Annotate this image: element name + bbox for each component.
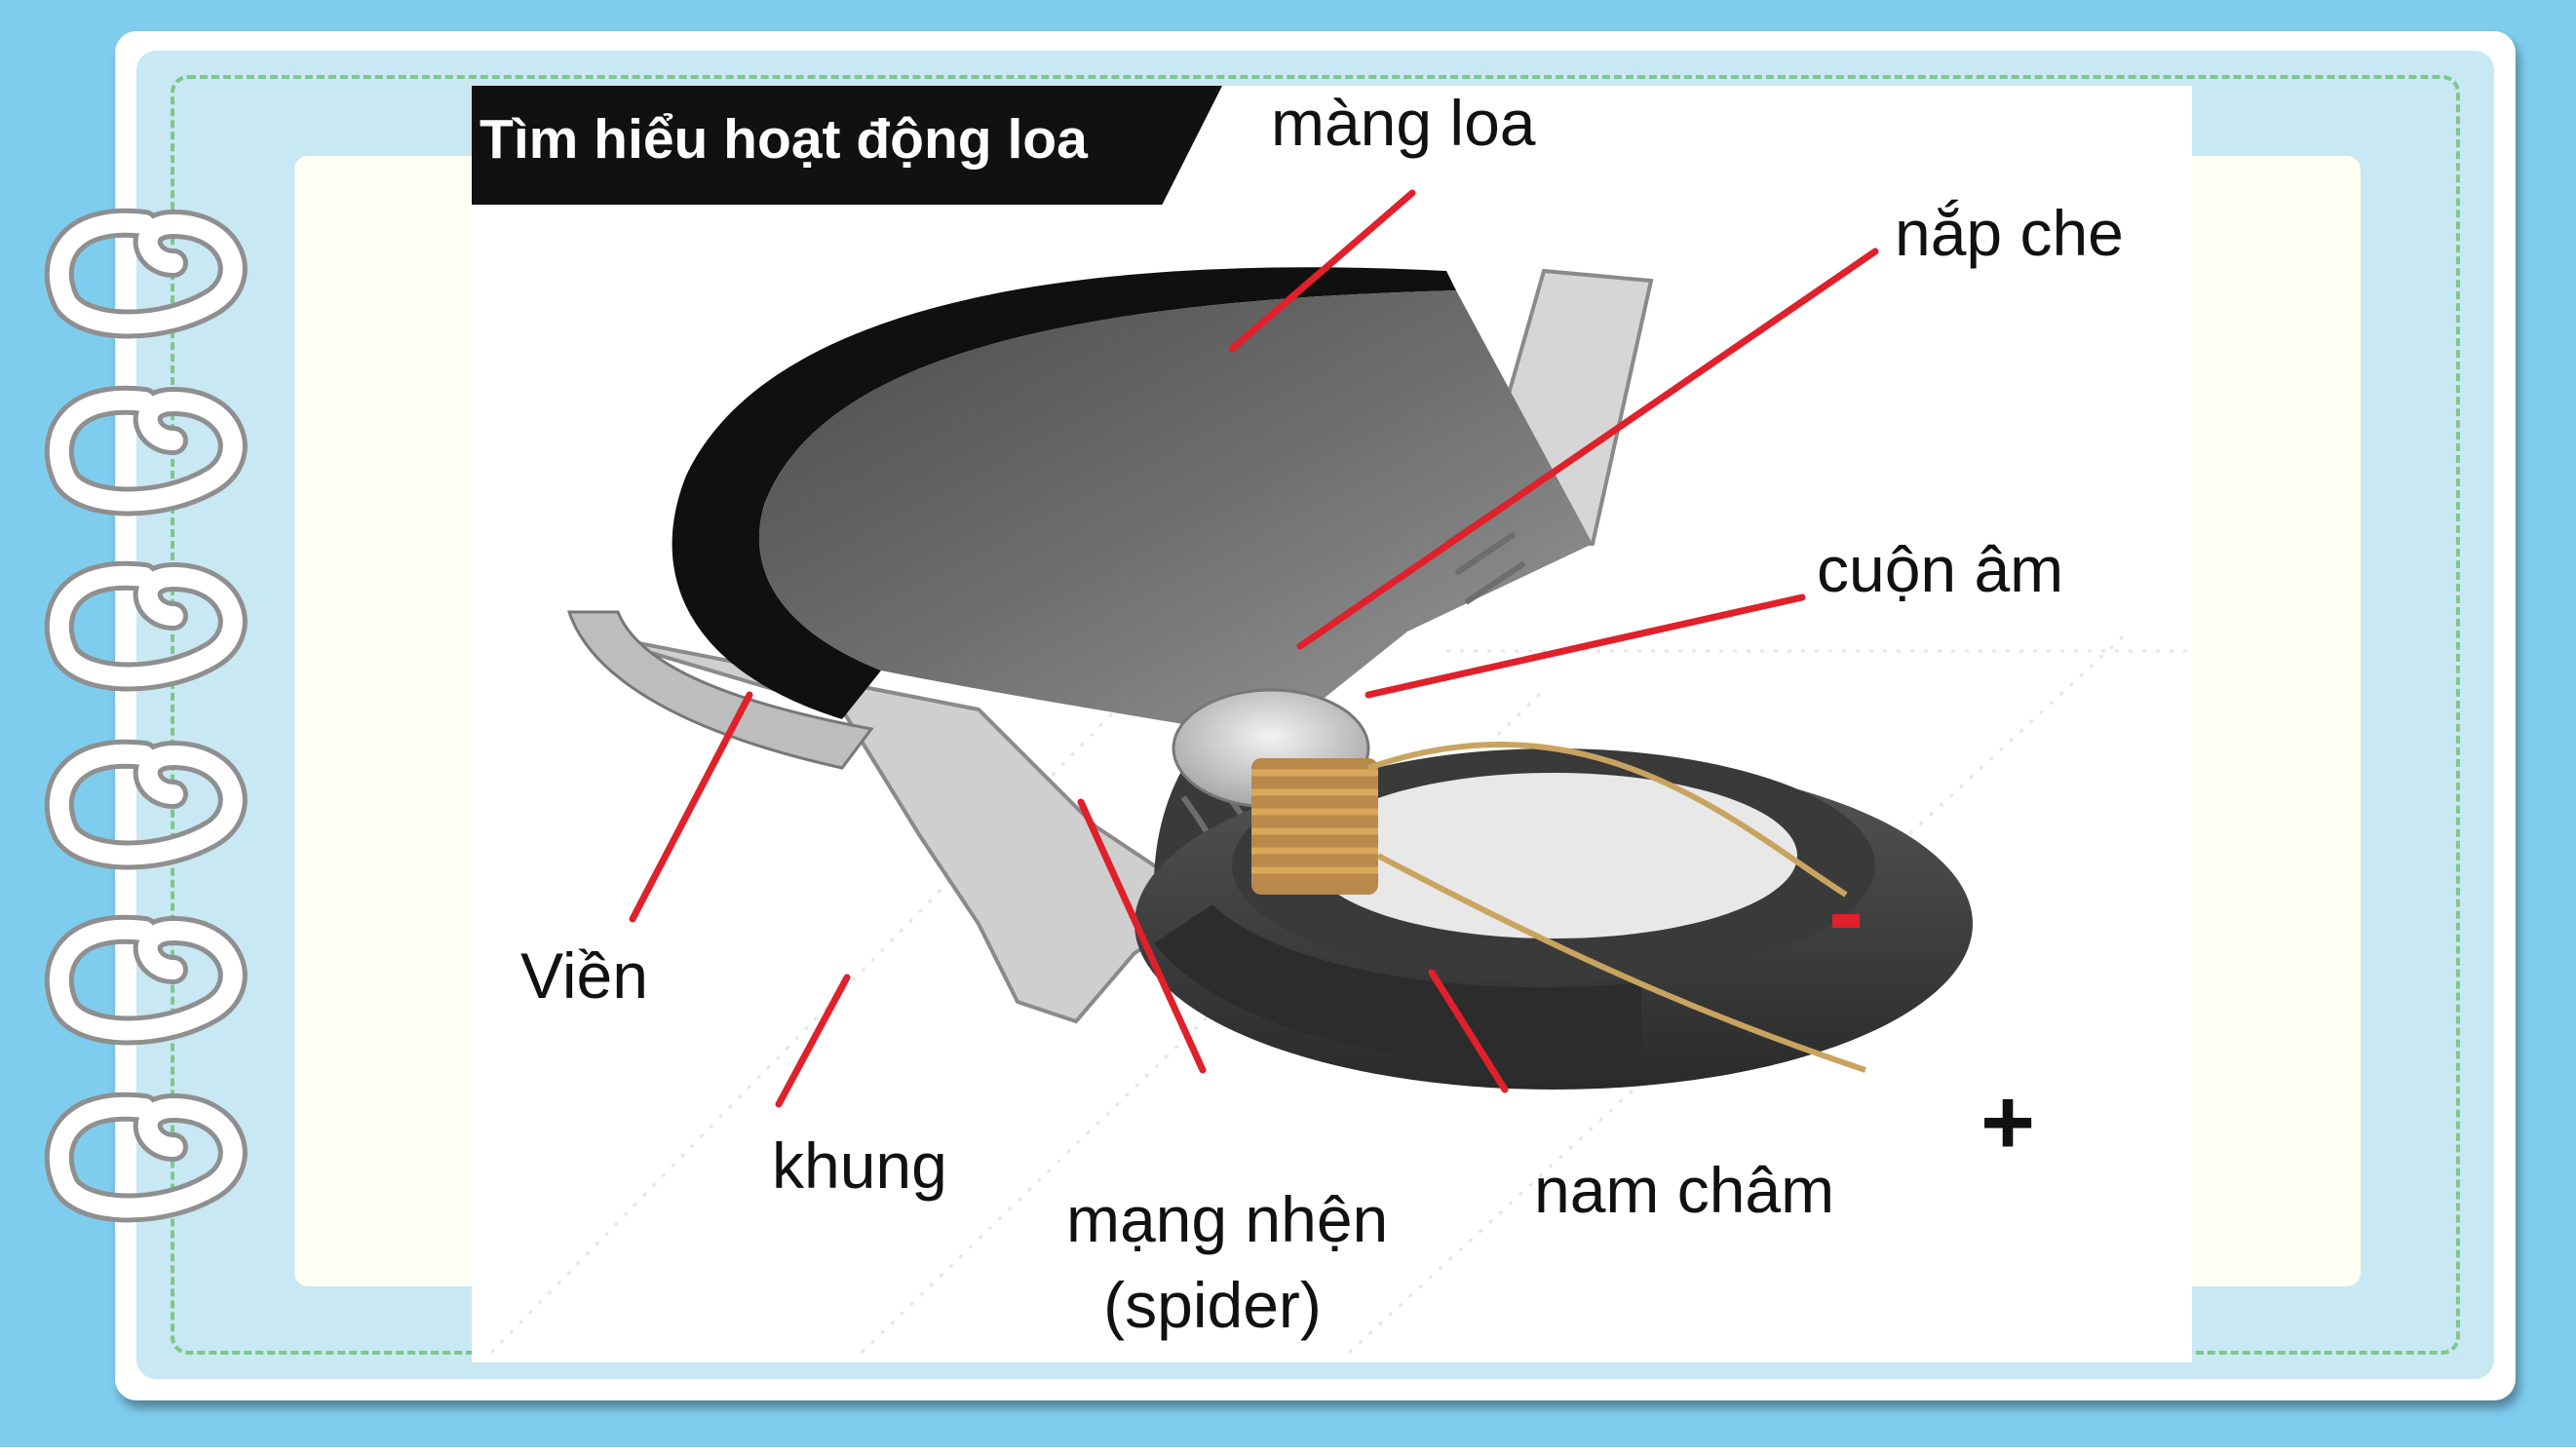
label-khung: khung [772,1133,947,1198]
minus-terminal-icon [1832,914,1860,928]
label-spider: (spider) [1066,1273,1359,1337]
speaker-diagram: Tìm hiểu hoạt động loa màng loa nắp che … [472,86,2192,1362]
binder-ring-icon [27,901,251,1048]
diagram-title-bar: Tìm hiểu hoạt động loa [472,86,1222,205]
binder-ring-icon [27,548,251,694]
diagram-title: Tìm hiểu hoạt động loa [480,107,1088,172]
bottom-strip [0,1447,2576,1455]
binder-ring-icon [27,726,251,872]
binder-ring-icon [27,372,251,518]
label-nam-cham: nam châm [1534,1158,1834,1222]
label-mang-loa: màng loa [1271,91,1536,155]
label-plus: + [1980,1076,2035,1169]
label-cuon-am: cuộn âm [1817,537,2063,601]
label-mang-nhen: mạng nhện [1066,1187,1359,1251]
speaker-illustration [472,86,2192,1362]
label-vien: Viền [520,943,648,1008]
binder-ring-icon [27,195,251,341]
binder-ring-icon [27,1079,251,1225]
label-nap-che: nắp che [1895,201,2124,265]
